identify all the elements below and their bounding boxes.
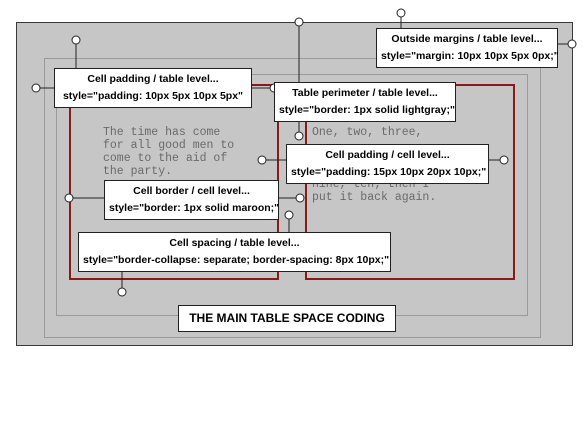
label-cell-padding-cell-code: style="padding: 15px 10px 20px 10px;" bbox=[291, 166, 487, 178]
connector-dot bbox=[499, 155, 509, 165]
diagram-title: THE MAIN TABLE SPACE CODING bbox=[178, 305, 396, 332]
connector-dot bbox=[31, 83, 41, 93]
label-cell-spacing-code: style="border-collapse: separate; border… bbox=[83, 254, 390, 266]
label-outside-margins: Outside margins / table level... style="… bbox=[376, 28, 559, 68]
connector-dot bbox=[567, 39, 577, 49]
connector-dot bbox=[284, 210, 294, 220]
label-cell-border-code: style="border: 1px solid maroon;" bbox=[109, 202, 280, 214]
label-table-perimeter-title: Table perimeter / table level... bbox=[292, 87, 438, 99]
connector-dot bbox=[294, 131, 304, 141]
connector-dot bbox=[257, 155, 267, 165]
label-cell-padding-cell-title: Cell padding / cell level... bbox=[325, 149, 450, 161]
label-table-perimeter: Table perimeter / table level... style="… bbox=[274, 82, 456, 122]
label-cell-padding-cell: Cell padding / cell level... style="padd… bbox=[286, 144, 489, 184]
connector-dot bbox=[64, 193, 74, 203]
label-table-perimeter-code: style="border: 1px solid lightgray;" bbox=[279, 104, 455, 116]
table-margin-boundary bbox=[44, 58, 541, 338]
label-cell-spacing: Cell spacing / table level... style="bor… bbox=[78, 232, 391, 272]
connector-dot bbox=[71, 35, 81, 45]
connector-dot bbox=[294, 17, 304, 27]
label-cell-padding-table: Cell padding / table level... style="pad… bbox=[54, 68, 252, 108]
connector-dot bbox=[396, 8, 406, 18]
connector-dot bbox=[117, 287, 127, 297]
label-outside-margins-code: style="margin: 10px 10px 5px 0px;" bbox=[381, 50, 559, 62]
label-cell-padding-table-code: style="padding: 10px 5px 10px 5px" bbox=[62, 90, 244, 102]
connector-dot bbox=[295, 193, 305, 203]
label-cell-spacing-title: Cell spacing / table level... bbox=[169, 237, 300, 249]
label-cell-border: Cell border / cell level... style="borde… bbox=[104, 180, 279, 220]
label-cell-padding-table-title: Cell padding / table level... bbox=[87, 73, 219, 85]
cell-left-text: The time has come for all good men to co… bbox=[103, 126, 235, 178]
label-cell-border-title: Cell border / cell level... bbox=[133, 185, 250, 197]
label-outside-margins-title: Outside margins / table level... bbox=[391, 33, 543, 45]
